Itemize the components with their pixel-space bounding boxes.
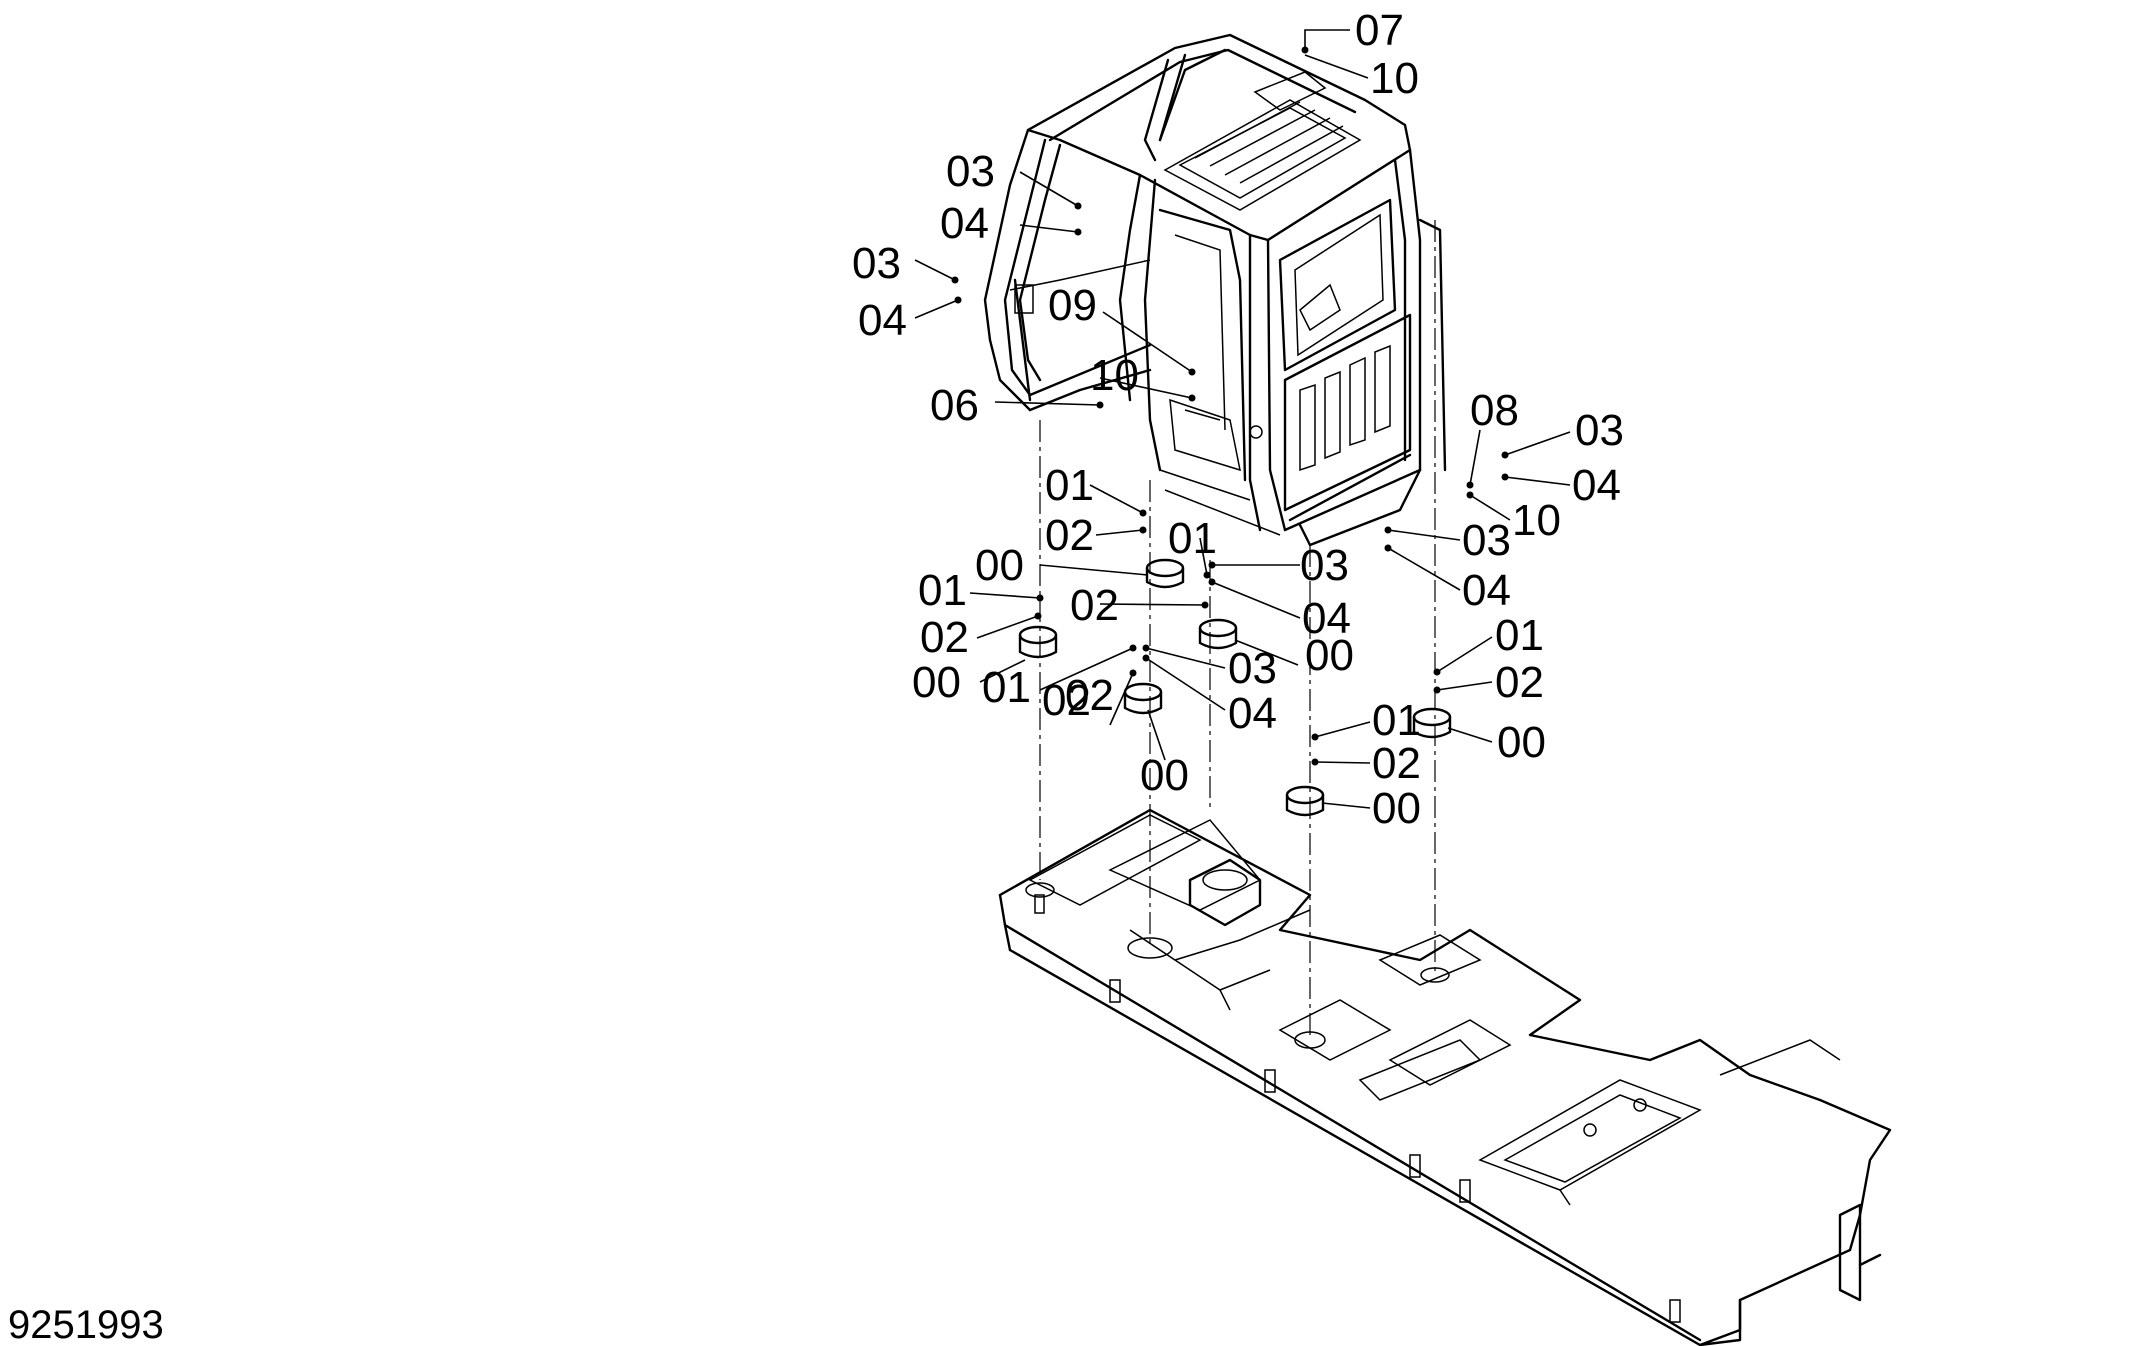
- callout-label: 02: [1042, 676, 1091, 725]
- callout-label: 01: [982, 663, 1031, 712]
- callout-label: 02: [1045, 511, 1094, 560]
- callout-label: 01: [1168, 514, 1217, 563]
- operator-cab: [983, 33, 1447, 547]
- callout-label: 04: [1302, 594, 1351, 643]
- callout-label: 01: [918, 566, 967, 615]
- callout-label: 02: [1495, 658, 1544, 707]
- assembly-center-lines: [1039, 220, 1436, 1040]
- cab-mount-4: [1123, 682, 1163, 715]
- callout-label: 03: [1300, 541, 1349, 590]
- callout-label: 10: [1090, 351, 1139, 400]
- callout-label: 04: [1462, 566, 1511, 615]
- cab-mount-3: [1198, 618, 1238, 650]
- callout-label: 07: [1355, 6, 1404, 55]
- callout-label: 02: [1065, 671, 1114, 720]
- callout-label: 03: [852, 239, 901, 288]
- callout-label: 00: [975, 541, 1024, 590]
- base-frame: [998, 808, 1892, 1346]
- callout-label: 10: [1512, 496, 1561, 545]
- callout-label: 02: [920, 613, 969, 662]
- callout-labels: 07 10 03 04 03 04 09 10 06 08 03 04 10 0…: [852, 6, 1624, 833]
- cab-mount-isolators: [1018, 558, 1452, 817]
- callout-label: 00: [1372, 784, 1421, 833]
- drawing-number: 9251993: [8, 1303, 164, 1346]
- cab-mount-1: [1145, 558, 1185, 589]
- callout-label: 00: [912, 658, 961, 707]
- callout-leaders: [914, 29, 1571, 809]
- callout-label: 01: [1495, 611, 1544, 660]
- callout-label: 04: [1228, 689, 1277, 738]
- callout-label: 09: [1048, 281, 1097, 330]
- callout-label: 06: [930, 381, 979, 430]
- cab-mount-5: [1412, 707, 1452, 739]
- callout-label: 04: [940, 199, 989, 248]
- callout-label: 08: [1470, 386, 1519, 435]
- callout-label: 03: [1228, 644, 1277, 693]
- callout-label: 00: [1497, 718, 1546, 767]
- cab-mount-2: [1018, 625, 1058, 659]
- cab-mount-6: [1285, 785, 1325, 817]
- callout-label: 04: [858, 296, 907, 345]
- callout-label: 04: [1572, 461, 1621, 510]
- callout-label: 10: [1370, 54, 1419, 103]
- callout-label: 02: [1372, 739, 1421, 788]
- fastener-points: [951, 46, 1509, 766]
- callout-label: 01: [1045, 461, 1094, 510]
- callout-label: 02: [1070, 581, 1119, 630]
- callout-label: 00: [1140, 751, 1189, 800]
- callout-label: 03: [1462, 516, 1511, 565]
- callout-label: 03: [1575, 406, 1624, 455]
- callout-label: 03: [946, 147, 995, 196]
- callout-label: 00: [1305, 631, 1354, 680]
- callout-label: 01: [1372, 696, 1421, 745]
